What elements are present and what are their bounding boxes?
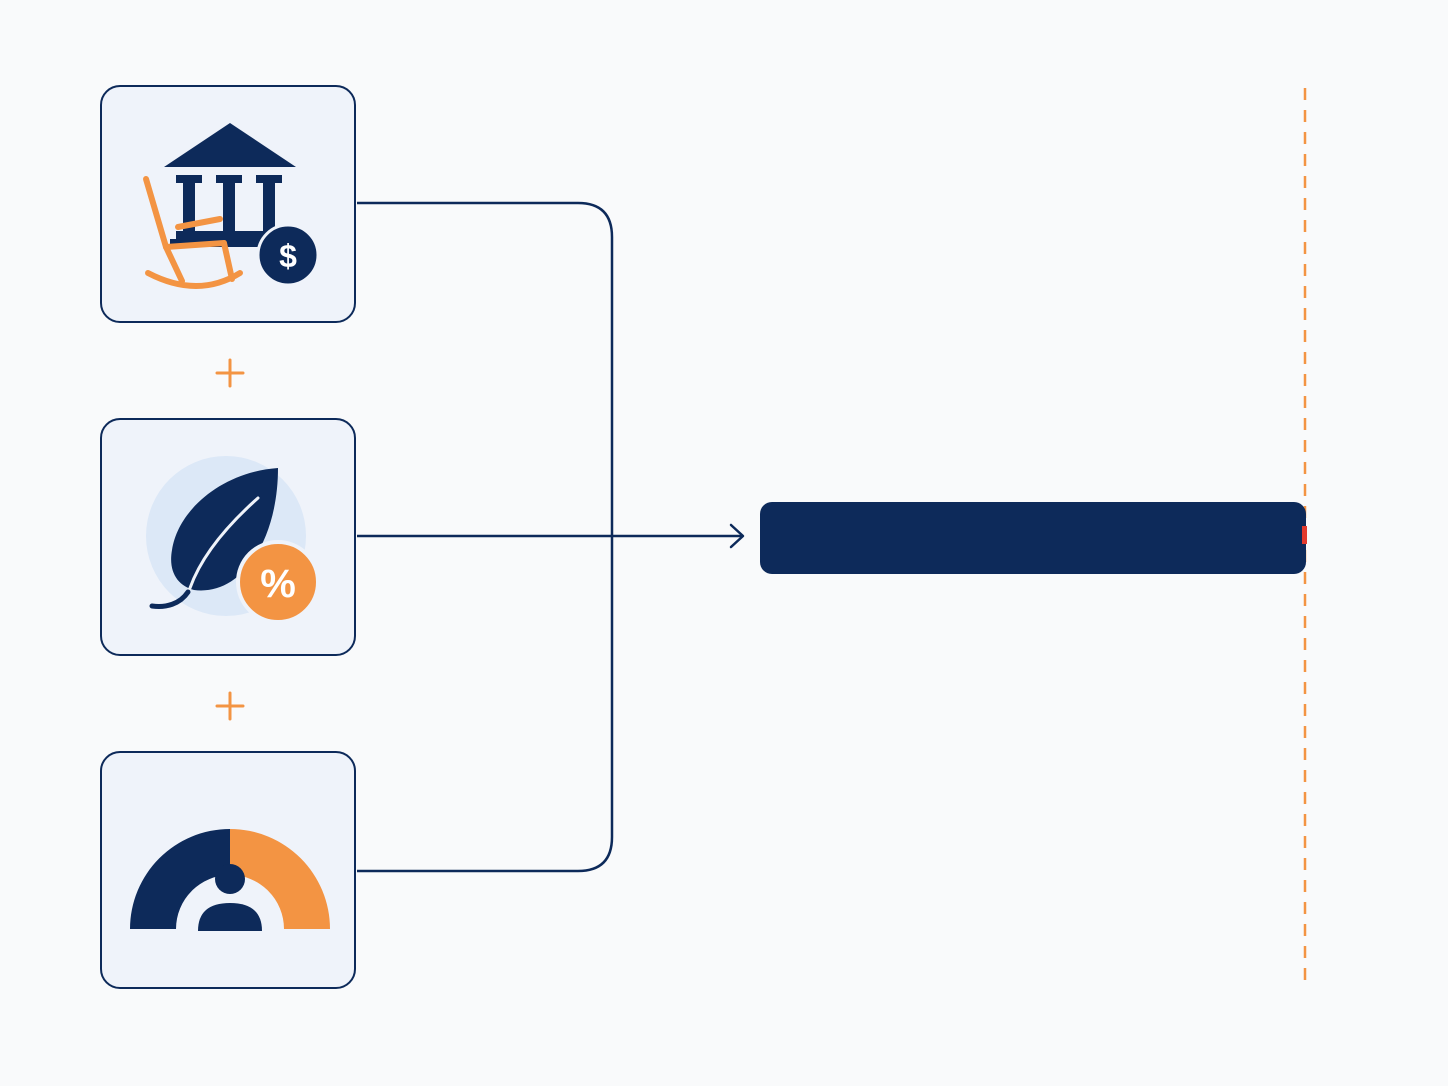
result-bar <box>760 502 1306 574</box>
svg-text:%: % <box>260 562 296 606</box>
arrow-head-icon <box>729 523 745 549</box>
plus-icon <box>215 691 245 721</box>
retirement-pension-icon: $ <box>143 123 320 289</box>
green-interest-icon: % <box>146 456 320 624</box>
result-bar-edge-mark <box>1302 526 1307 544</box>
plus-icon <box>215 358 245 388</box>
svg-text:$: $ <box>279 238 297 274</box>
input-card-green-interest: % <box>100 418 356 656</box>
input-card-retirement: $ <box>100 85 356 323</box>
input-card-risk-profile <box>100 751 356 989</box>
risk-profile-gauge-icon <box>130 829 330 931</box>
